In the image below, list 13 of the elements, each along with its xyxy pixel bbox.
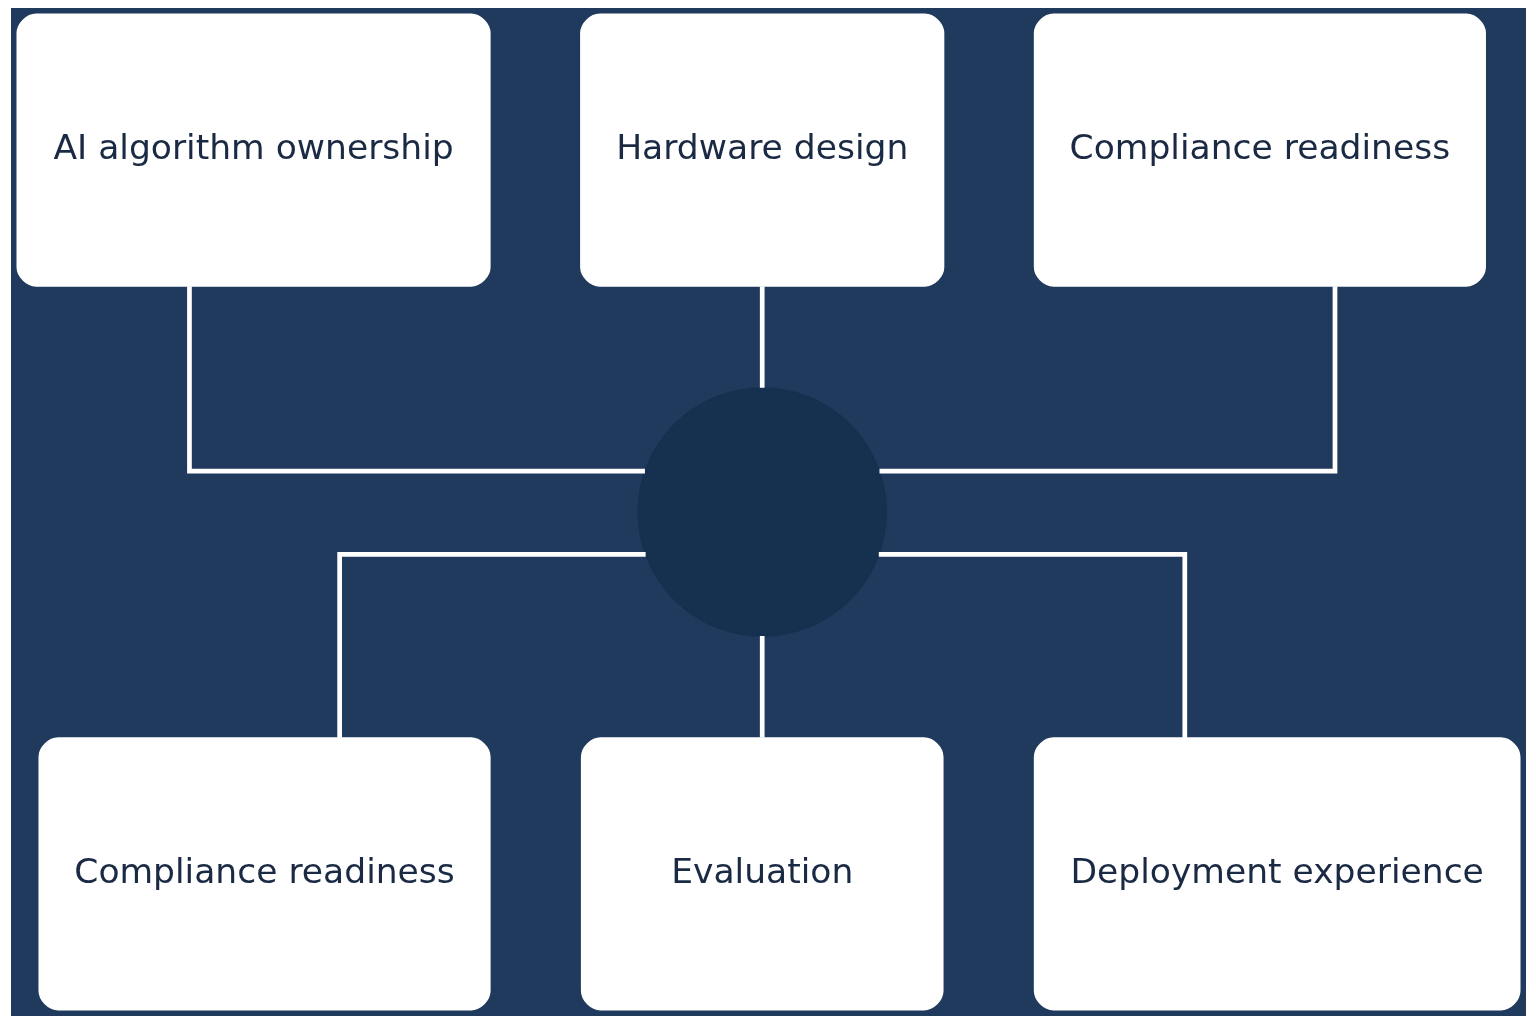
connector xyxy=(336,552,646,738)
node-box: Deployment experience xyxy=(1033,737,1520,1011)
node-box: Evaluation xyxy=(580,737,944,1011)
node-box: AI algorithm ownership xyxy=(16,13,491,287)
connector xyxy=(879,286,1337,474)
connector xyxy=(878,552,1187,738)
node-box: Compliance readiness xyxy=(1033,13,1486,287)
connector xyxy=(759,636,765,738)
node-circle xyxy=(636,387,887,637)
node-box: Compliance readiness xyxy=(37,737,491,1011)
connector xyxy=(759,286,765,388)
connector xyxy=(186,286,645,474)
node-box: Hardware design xyxy=(579,13,944,287)
